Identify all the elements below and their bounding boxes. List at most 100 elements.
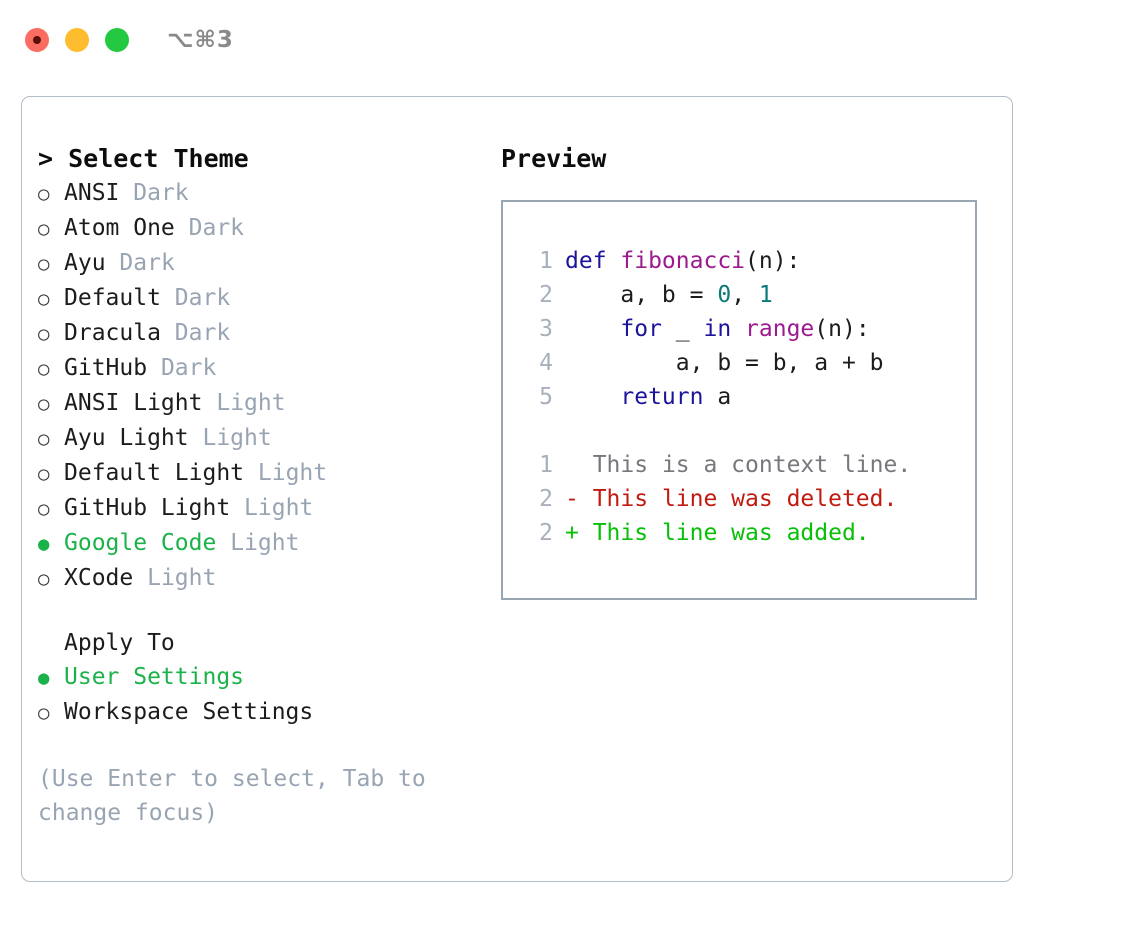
theme-list-item[interactable]: ○ Default Light Light	[38, 456, 488, 491]
radio-unselected-icon[interactable]: ○	[38, 183, 50, 205]
theme-name-label: Default Light	[64, 460, 245, 486]
code-token	[565, 384, 620, 410]
apply-to-heading: Apply To	[64, 630, 175, 656]
diff-sample: 1 This is a context line.2- This line wa…	[519, 448, 975, 550]
theme-kind-badge: Dark	[174, 285, 231, 311]
code-line: 4 a, b = b, a + b	[519, 346, 975, 380]
theme-name-label: XCode	[64, 565, 134, 591]
code-token: (n):	[745, 248, 801, 274]
radio-selected-icon[interactable]: ●	[38, 533, 50, 555]
theme-kind-badge: Dark	[174, 320, 231, 346]
code-line: 5 return a	[519, 380, 975, 414]
radio-unselected-icon[interactable]: ○	[38, 253, 50, 275]
radio-unselected-icon[interactable]: ○	[38, 702, 50, 724]
radio-unselected-icon[interactable]: ○	[38, 323, 50, 345]
theme-list-item[interactable]: ○ Dracula Dark	[38, 316, 488, 351]
theme-list-item[interactable]: ○ ANSI Dark	[38, 176, 488, 211]
code-token	[731, 316, 745, 342]
diff-line-text: This is a context line.	[592, 452, 912, 478]
line-number: 3	[539, 316, 553, 342]
theme-kind-badge: Light	[216, 390, 286, 416]
theme-selection-pane: > Select Theme ○ANSI Dark○Atom One Dark○…	[38, 142, 488, 830]
diff-line: 2- This line was deleted.	[519, 482, 975, 516]
theme-list[interactable]: ○ANSI Dark○Atom One Dark○Ayu Dark○Defaul…	[38, 176, 488, 596]
theme-kind-badge: Dark	[160, 355, 217, 381]
code-line-text: def fibonacci(n):	[565, 244, 800, 278]
code-token: _	[661, 316, 704, 342]
radio-unselected-icon[interactable]: ○	[38, 498, 50, 520]
code-token: 1	[758, 282, 773, 308]
radio-unselected-icon[interactable]: ○	[38, 288, 50, 310]
code-token: a	[703, 384, 732, 410]
theme-kind-badge: Light	[147, 565, 217, 591]
code-line: 2 a, b = 0, 1	[519, 278, 975, 312]
code-token	[565, 316, 620, 342]
line-number: 2	[539, 282, 553, 308]
diff-marker: +	[565, 520, 593, 546]
theme-kind-badge: Light	[257, 460, 328, 486]
line-number: 4	[539, 350, 553, 376]
maximize-button[interactable]	[105, 28, 129, 52]
theme-kind-badge: Light	[230, 530, 300, 556]
theme-list-item[interactable]: ○Ayu Light Light	[38, 421, 488, 456]
line-number: 5	[539, 384, 553, 410]
code-line-text: a, b = 0, 1	[565, 278, 773, 312]
diff-line: 2+ This line was added.	[519, 516, 975, 550]
apply-to-item[interactable]: ○ Workspace Settings	[38, 695, 488, 730]
code-token: fibonacci	[620, 248, 746, 274]
diff-line: 1 This is a context line.	[519, 448, 975, 482]
line-number: 2	[539, 486, 553, 512]
theme-list-item[interactable]: ○Ayu Dark	[38, 246, 488, 281]
radio-unselected-icon[interactable]: ○	[38, 463, 50, 485]
radio-unselected-icon[interactable]: ○	[38, 358, 50, 380]
theme-list-item[interactable]: ○ GitHub Light Light	[38, 491, 488, 526]
theme-list-item[interactable]: ● Google Code Light	[38, 526, 488, 561]
theme-list-item[interactable]: ○ Atom One Dark	[38, 211, 488, 246]
code-line: 1 def fibonacci(n):	[519, 244, 975, 278]
apply-to-item[interactable]: ●User Settings	[38, 660, 488, 695]
code-line-text: return a	[565, 380, 731, 414]
theme-list-item[interactable]: ○ ANSI Light Light	[38, 386, 488, 421]
theme-name-label: ANSI Light	[64, 390, 203, 416]
theme-kind-badge: Light	[202, 425, 272, 451]
page-title: > Select Theme	[38, 144, 249, 173]
theme-list-item[interactable]: ○Default Dark	[38, 281, 488, 316]
line-number: 2	[539, 520, 553, 546]
theme-list-item[interactable]: ○GitHub Dark	[38, 351, 488, 386]
theme-list-item[interactable]: ○ XCode Light	[38, 561, 488, 596]
radio-unselected-icon[interactable]: ○	[38, 428, 50, 450]
diff-marker: -	[565, 486, 593, 512]
theme-kind-badge: Dark	[188, 215, 245, 241]
theme-name-label: ANSI	[64, 180, 120, 206]
code-token: in	[703, 316, 732, 342]
close-button[interactable]	[25, 28, 49, 52]
code-line: 3 for _ in range(n):	[519, 312, 975, 346]
theme-name-label: Google Code	[64, 530, 217, 556]
radio-unselected-icon[interactable]: ○	[38, 218, 50, 240]
apply-to-label: Workspace Settings	[64, 699, 314, 725]
theme-name-label: GitHub Light	[64, 495, 231, 521]
code-line-text: a, b = b, a + b	[565, 346, 884, 380]
keyboard-shortcut-label: ⌥⌘3	[167, 27, 234, 53]
theme-name-label: Dracula	[64, 320, 161, 346]
code-line-text: for _ in range(n):	[565, 312, 870, 346]
theme-name-label: Atom One	[64, 215, 175, 241]
radio-unselected-icon[interactable]: ○	[38, 393, 50, 415]
radio-unselected-icon[interactable]: ○	[38, 568, 50, 590]
theme-kind-badge: Dark	[133, 180, 189, 206]
theme-kind-badge: Light	[244, 495, 314, 521]
code-token: (n):	[814, 316, 870, 342]
line-number: 1	[539, 248, 553, 274]
code-token: def	[565, 248, 621, 274]
apply-to-list[interactable]: ●User Settings ○ Workspace Settings	[38, 660, 488, 730]
window-titlebar: ⌥⌘3	[0, 0, 1140, 80]
diff-line-text: This line was deleted.	[592, 486, 898, 512]
minimize-button[interactable]	[65, 28, 89, 52]
theme-name-label: Ayu	[64, 250, 106, 276]
code-token: a, b =	[565, 282, 718, 308]
code-token: ,	[731, 282, 759, 308]
radio-selected-icon[interactable]: ●	[38, 667, 50, 689]
